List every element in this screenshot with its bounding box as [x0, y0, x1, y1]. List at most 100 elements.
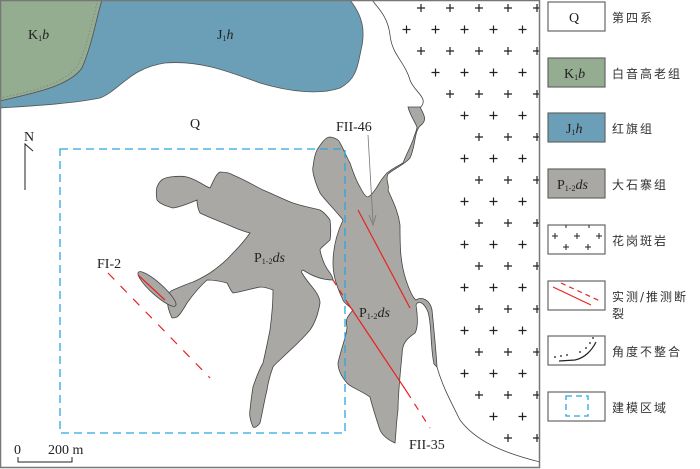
granite-plus-mark — [504, 391, 512, 399]
granite-plus-mark — [475, 262, 483, 270]
legend-label-k1b: 白音高老组 — [612, 67, 683, 81]
p12ds-lens — [137, 271, 177, 307]
granite-plus-mark — [460, 154, 469, 163]
fii46-pointer — [367, 134, 374, 223]
granite-plus-mark — [475, 305, 483, 313]
legend-symbol-p12ds: P1-2ds — [557, 178, 588, 193]
legend-label-granite: 花岗斑岩 — [612, 234, 669, 248]
granite-plus-mark — [518, 68, 527, 77]
granite-plus-mark — [475, 348, 483, 356]
j1h-unit — [1, 1, 364, 109]
granite-plus-mark — [533, 176, 539, 184]
granite-plus-mark — [475, 4, 483, 12]
legend-granite-pluses — [552, 225, 602, 250]
legend-unconformity-line — [558, 341, 597, 362]
label-fii35: FII-35 — [409, 438, 445, 453]
granite-contact — [372, 1, 539, 463]
map-frame — [0, 0, 541, 469]
granite-plus-mark — [460, 326, 469, 335]
legend-box-fault — [547, 280, 606, 311]
granite-plus-mark — [475, 176, 483, 184]
legend-label-unconformity: 角度不整合 — [612, 345, 683, 359]
legend-label-q: 第四系 — [612, 11, 655, 25]
north-label: N — [24, 130, 34, 145]
granite-plus-mark — [518, 369, 527, 378]
legend-label-j1h: 红旗组 — [612, 122, 655, 136]
granite-plus-mark — [533, 219, 539, 227]
label-p12ds-east: P1-2ds — [359, 306, 390, 321]
scale-zero: 0 — [14, 443, 21, 458]
legend: Q K1b J1h P1-2ds — [547, 1, 606, 422]
scale-bar — [17, 457, 73, 463]
model-area-boundary — [59, 148, 346, 434]
granite-plus-mark — [446, 4, 454, 12]
granite-plus-mark — [460, 197, 469, 206]
label-k1b: K1b — [28, 28, 49, 43]
granite-plus-mark — [504, 305, 512, 313]
granite-plus-mark — [504, 262, 512, 270]
granite-plus-mark — [460, 369, 469, 378]
fault-fi2-inferred — [107, 272, 211, 379]
p12ds-east-body — [312, 106, 438, 444]
granite-plus-mark — [489, 25, 498, 34]
granite-plus-mark — [460, 25, 469, 34]
granite-plus-mark — [533, 262, 539, 270]
legend-box-unconformity — [547, 335, 606, 366]
granite-plus-mark — [460, 283, 469, 292]
granite-plus-mark — [533, 4, 539, 12]
label-j1h: J1h — [217, 28, 233, 43]
granite-plus-mark — [446, 47, 454, 55]
legend-model-area-symbol — [565, 395, 589, 417]
granite-plus-mark — [460, 68, 469, 77]
scale-length: 200 m — [48, 443, 84, 458]
granite-plus-mark — [489, 283, 498, 292]
granite-plus-mark — [489, 197, 498, 206]
k1b-dotted-contact — [1, 1, 99, 99]
label-q: Q — [190, 117, 200, 132]
granite-plus-mark — [518, 154, 527, 163]
granite-plus-mark — [518, 240, 527, 249]
granite-plus-mark — [489, 68, 498, 77]
granite-pattern — [402, 4, 539, 442]
legend-box-k1b — [547, 57, 606, 88]
legend-fault-measured — [552, 286, 592, 306]
granite-plus-mark — [489, 240, 498, 249]
granite-plus-mark — [533, 47, 539, 55]
granite-plus-mark — [504, 219, 512, 227]
granite-plus-mark — [431, 25, 440, 34]
legend-box-granite — [547, 224, 606, 255]
label-p12ds-west: P1-2ds — [254, 251, 285, 266]
granite-plus-mark — [489, 326, 498, 335]
granite-plus-mark — [460, 240, 469, 249]
legend-label-p12ds: 大石寨组 — [612, 178, 669, 192]
granite-plus-mark — [533, 305, 539, 313]
granite-plus-mark — [504, 348, 512, 356]
granite-plus-mark — [518, 197, 527, 206]
granite-plus-mark — [504, 176, 512, 184]
granite-plus-mark — [504, 47, 512, 55]
granite-plus-mark — [489, 412, 498, 421]
granite-plus-mark — [417, 47, 425, 55]
granite-plus-mark — [533, 391, 539, 399]
p12ds-west-body — [155, 171, 334, 428]
legend-box-j1h — [547, 112, 606, 143]
granite-plus-mark — [533, 348, 539, 356]
label-fii46: FII-46 — [336, 120, 372, 135]
granite-plus-mark — [518, 25, 527, 34]
granite-plus-mark — [504, 434, 512, 442]
legend-symbol-k1b: K1b — [564, 67, 585, 82]
north-arrow-icon — [24, 142, 34, 190]
granite-plus-mark — [446, 90, 454, 98]
legend-label-model-area: 建模区域 — [612, 401, 669, 415]
granite-plus-mark — [504, 90, 512, 98]
granite-plus-mark — [489, 111, 498, 120]
granite-plus-mark — [402, 25, 411, 34]
granite-plus-mark — [475, 47, 483, 55]
granite-plus-mark — [504, 4, 512, 12]
granite-plus-mark — [417, 4, 425, 12]
granite-plus-mark — [518, 283, 527, 292]
arrowhead-icon — [368, 214, 377, 227]
label-fi2: FI-2 — [97, 257, 121, 272]
fault-fii46 — [357, 209, 411, 309]
